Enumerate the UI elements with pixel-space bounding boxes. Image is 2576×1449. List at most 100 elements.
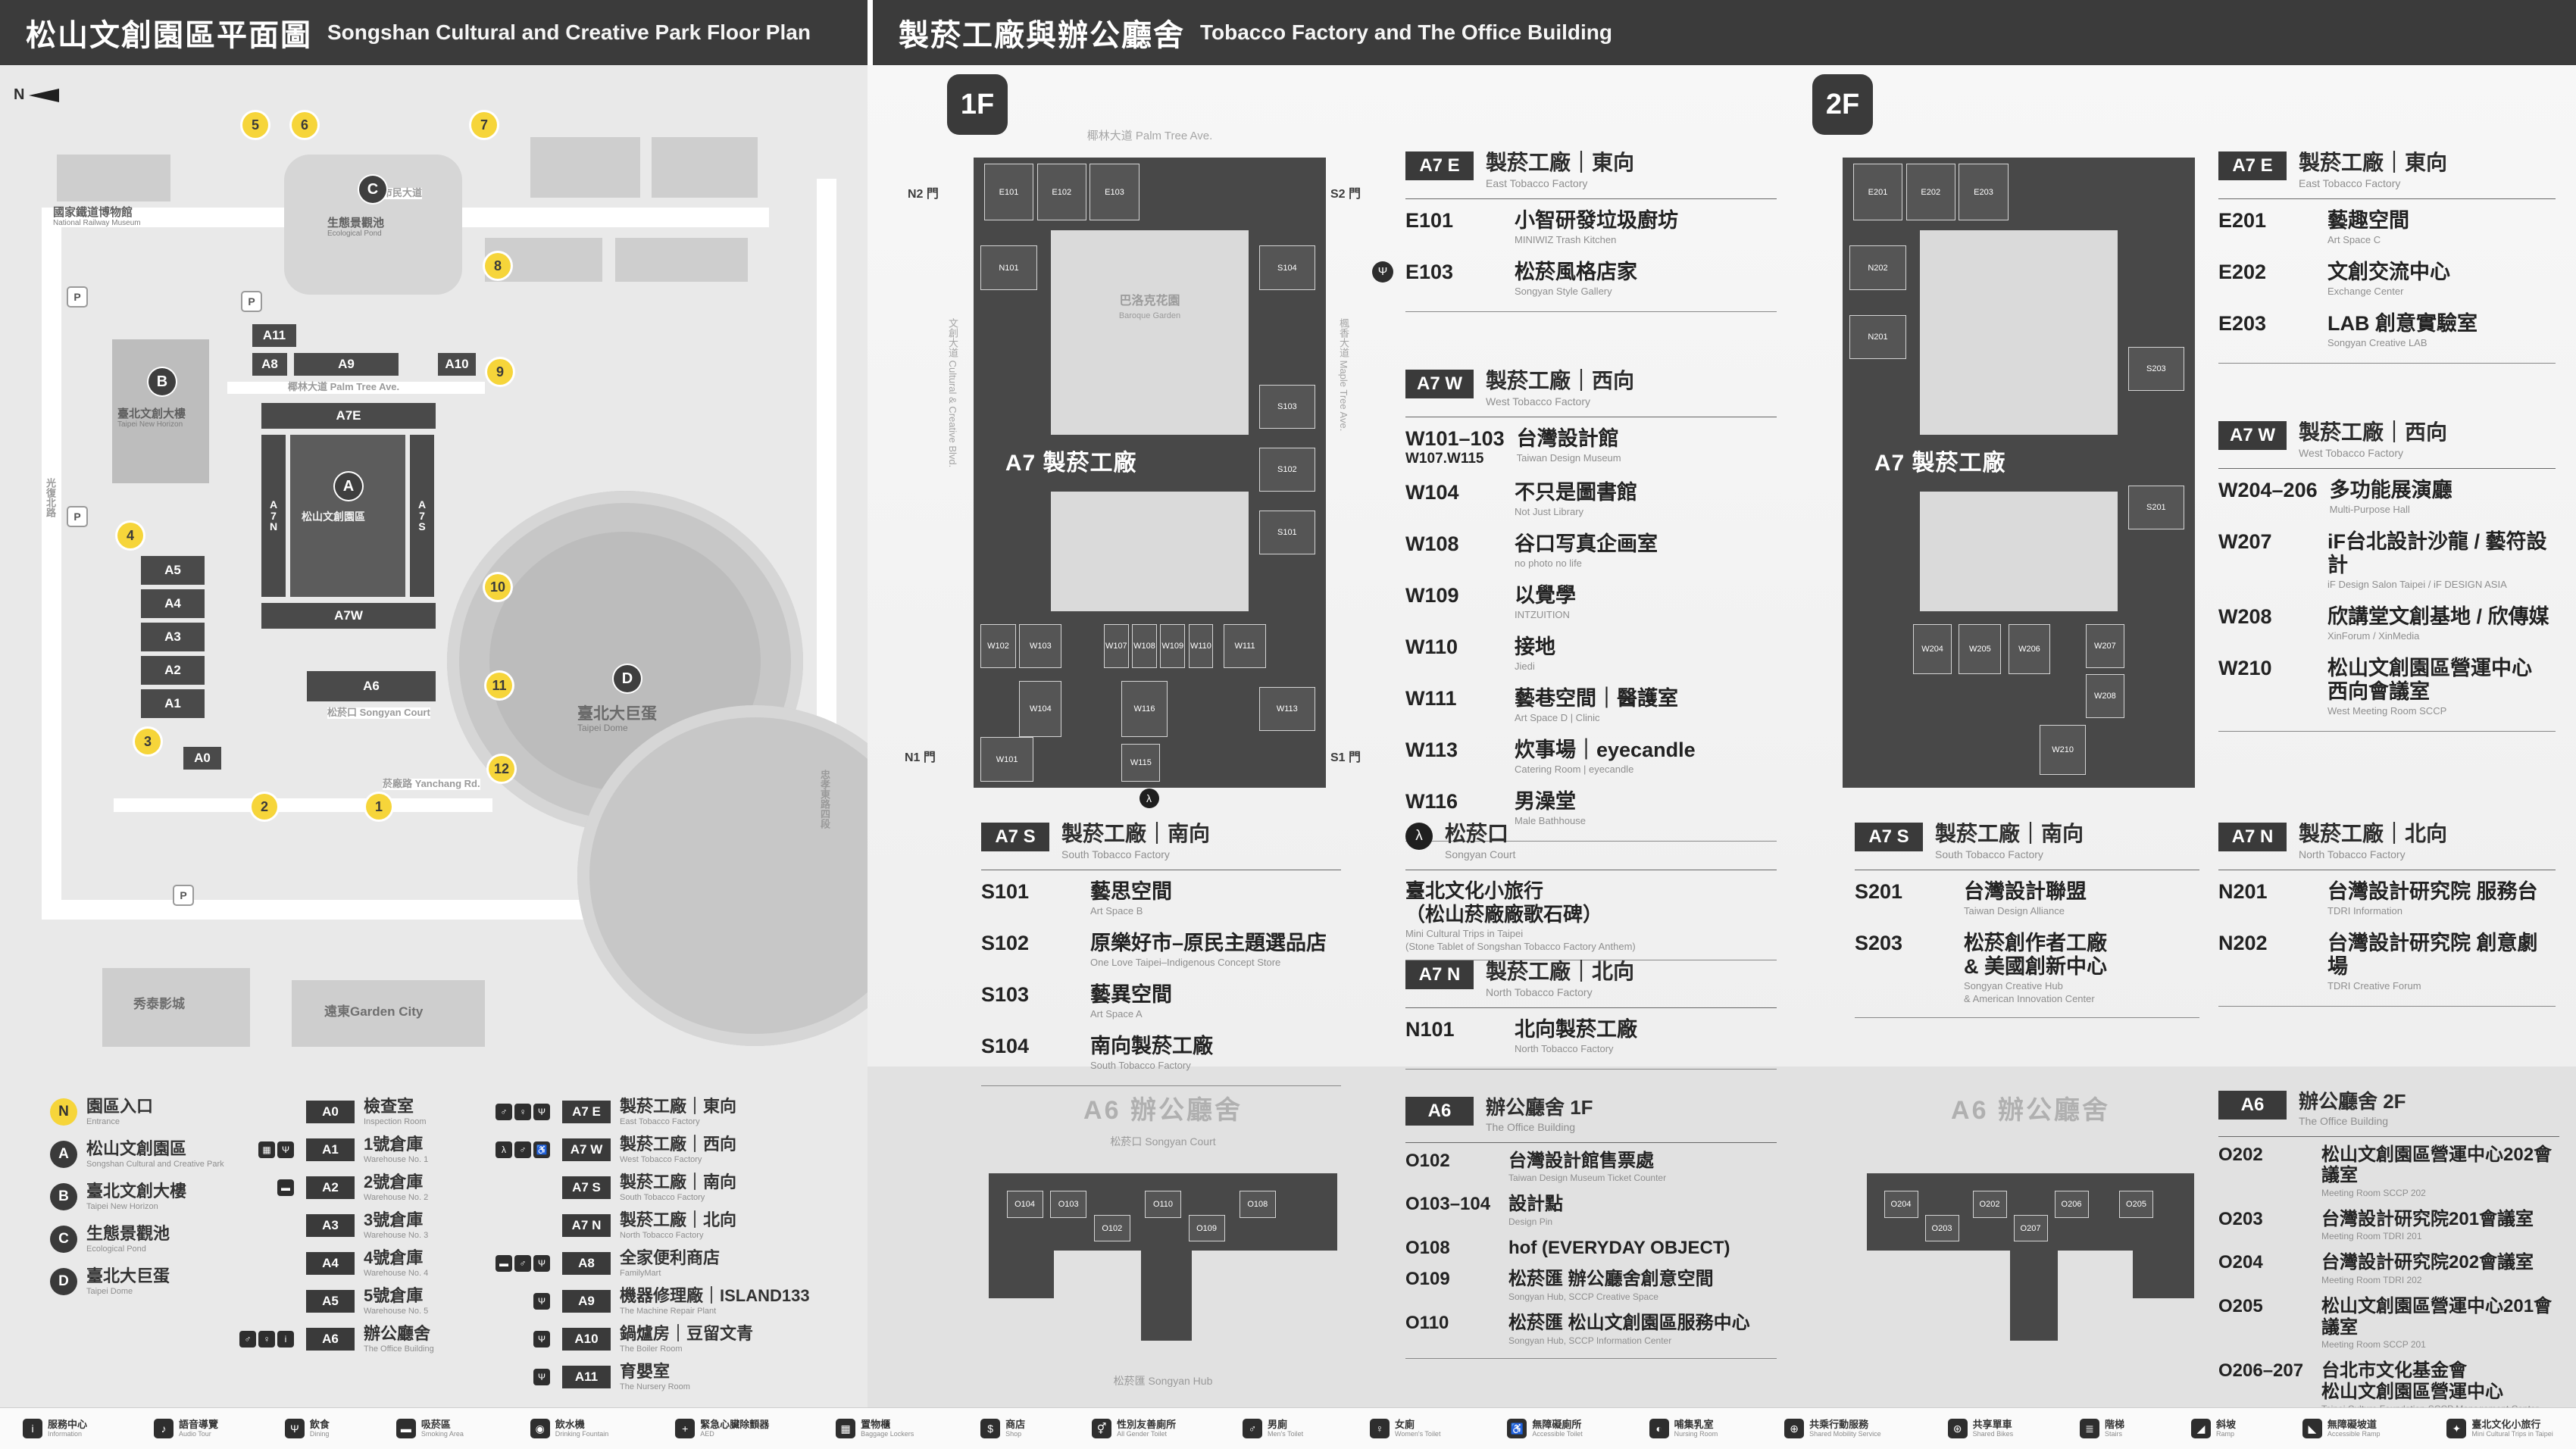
plan-room[interactable]: O110 <box>1145 1191 1181 1218</box>
map-building[interactable]: A10 <box>438 353 476 376</box>
map-building[interactable] <box>102 968 250 1047</box>
directory-entry[interactable]: O108 hof (EVERYDAY OBJECT) <box>1405 1237 1730 1258</box>
plan-room[interactable]: E201 <box>1852 164 1903 221</box>
map-building[interactable]: A3 <box>141 623 205 651</box>
plan-room[interactable]: N201 <box>1849 315 1906 360</box>
map-building[interactable]: A6 <box>307 671 436 701</box>
plan-room[interactable]: O204 <box>1884 1191 1918 1218</box>
plan-room[interactable]: S102 <box>1258 447 1316 492</box>
plan-room[interactable]: W107 <box>1104 623 1129 668</box>
map-building[interactable]: A0 <box>183 747 221 770</box>
plan-room[interactable]: W116 <box>1121 680 1168 738</box>
map-number-marker[interactable]: 11 <box>486 673 512 698</box>
map-building[interactable]: A 7 S <box>410 435 434 597</box>
map-building[interactable]: A 7 N <box>261 435 286 597</box>
plan-room[interactable]: W208 <box>2085 674 2124 719</box>
court-entry[interactable]: 臺北文化小旅行 （松山菸廠廠歌石碑） Mini Cultural Trips i… <box>1405 870 1777 961</box>
map-letter-marker[interactable]: A <box>335 473 362 500</box>
plan-room[interactable]: O203 <box>1924 1214 1959 1242</box>
map-building[interactable] <box>530 137 640 198</box>
plan-room[interactable]: O205 <box>2119 1191 2153 1218</box>
plan-room[interactable]: W109 <box>1160 623 1185 668</box>
map-building[interactable]: A7W <box>261 603 436 629</box>
map-number-marker[interactable]: 4 <box>117 523 143 548</box>
plan-room[interactable]: O108 <box>1239 1191 1276 1218</box>
plan-room[interactable]: N202 <box>1849 245 1906 290</box>
plan-room[interactable]: O206 <box>2054 1191 2089 1218</box>
plan-room[interactable]: W206 <box>2008 623 2051 675</box>
map-building[interactable]: A7E <box>261 403 436 429</box>
plan-room[interactable]: E203 <box>1959 164 2009 221</box>
plan-room[interactable]: W101 <box>980 737 1034 782</box>
plan-room[interactable]: W110 <box>1188 623 1214 668</box>
plan-room[interactable]: E102 <box>1036 164 1086 221</box>
map-building[interactable]: A2 <box>141 656 205 685</box>
plan-room[interactable]: S103 <box>1258 384 1316 429</box>
plan-room[interactable]: W111 <box>1224 623 1266 668</box>
plan-room[interactable]: W210 <box>2040 724 2086 776</box>
plan-room[interactable]: W103 <box>1019 623 1062 668</box>
map-building[interactable] <box>57 155 170 201</box>
plan-room[interactable]: W207 <box>2085 623 2124 668</box>
map-number-marker[interactable]: 3 <box>135 729 161 754</box>
map-building[interactable]: A1 <box>141 689 205 718</box>
map-number-marker[interactable]: 10 <box>485 574 511 600</box>
plan-room[interactable]: W205 <box>1959 623 2002 675</box>
plan-room[interactable]: O207 <box>2013 1214 2048 1242</box>
plan-room[interactable]: S203 <box>2127 346 2185 391</box>
map-building[interactable] <box>615 238 748 282</box>
map-letter-marker[interactable]: C <box>359 176 386 203</box>
map-number-marker[interactable]: 6 <box>292 112 317 138</box>
plan-room[interactable]: S104 <box>1258 245 1316 290</box>
map-number-marker[interactable]: 12 <box>489 756 514 782</box>
map-building[interactable] <box>652 137 758 198</box>
plan-room[interactable]: W115 <box>1121 743 1161 782</box>
plan-room[interactable]: O202 <box>1972 1191 2007 1218</box>
plan-room[interactable]: E202 <box>1905 164 1955 221</box>
plan-room[interactable]: W113 <box>1258 686 1316 732</box>
plan-room[interactable]: O103 <box>1050 1191 1087 1218</box>
plan-room[interactable]: E103 <box>1089 164 1140 221</box>
map-building[interactable] <box>290 435 405 597</box>
plan-room[interactable]: S201 <box>2127 485 2185 529</box>
plan-room[interactable]: W204 <box>1913 623 1952 675</box>
map-building[interactable]: A5 <box>141 556 205 585</box>
map-building[interactable] <box>292 980 485 1047</box>
plan-room[interactable]: W108 <box>1132 623 1157 668</box>
map-letter-marker[interactable]: B <box>148 368 176 395</box>
plan-room[interactable]: O102 <box>1093 1214 1130 1242</box>
plan-room[interactable]: N101 <box>980 245 1037 290</box>
map-number-marker[interactable]: 2 <box>252 794 277 820</box>
directory-entry[interactable]: O206–207 台北市文化基金會松山文創園區營運中心Taipei Cultur… <box>2218 1360 2539 1414</box>
plan-room[interactable]: W104 <box>1019 680 1062 738</box>
plan-room[interactable]: E101 <box>983 164 1034 221</box>
